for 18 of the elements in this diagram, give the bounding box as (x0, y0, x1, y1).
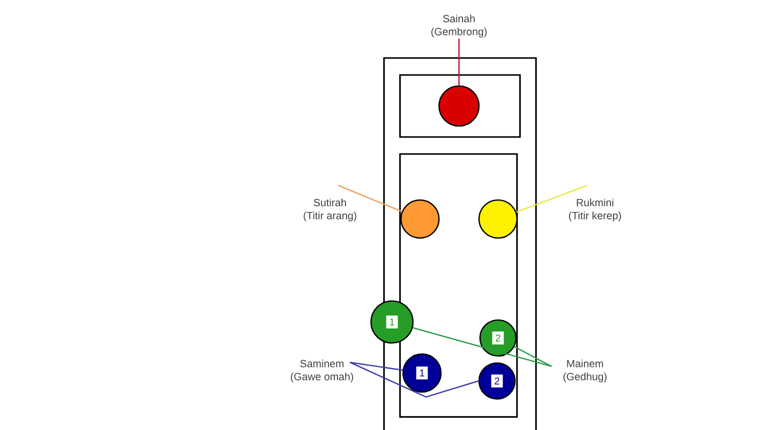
leader-line (350, 362, 403, 371)
leader-line (458, 38, 460, 86)
light-circle (478, 199, 518, 239)
leader-line (412, 327, 552, 368)
leader-line (516, 184, 588, 213)
frame-box (399, 153, 518, 418)
leader-line (514, 346, 552, 367)
light-circle (400, 199, 440, 239)
callout-label: Rukmini (Titir kerep) (569, 198, 621, 222)
leader-line (350, 362, 479, 398)
callout-label: Sainah (Gembrong) (431, 14, 487, 38)
callout-label: Saminem (Gawe omah) (290, 360, 354, 382)
callout-label: Mainem (Gedhug) (563, 360, 607, 382)
frame-box (383, 57, 537, 430)
callout-label: Sutirah (Titir arang) (304, 198, 356, 222)
light-circle (438, 85, 480, 127)
frame-box (399, 74, 521, 138)
leader-line (338, 184, 402, 212)
